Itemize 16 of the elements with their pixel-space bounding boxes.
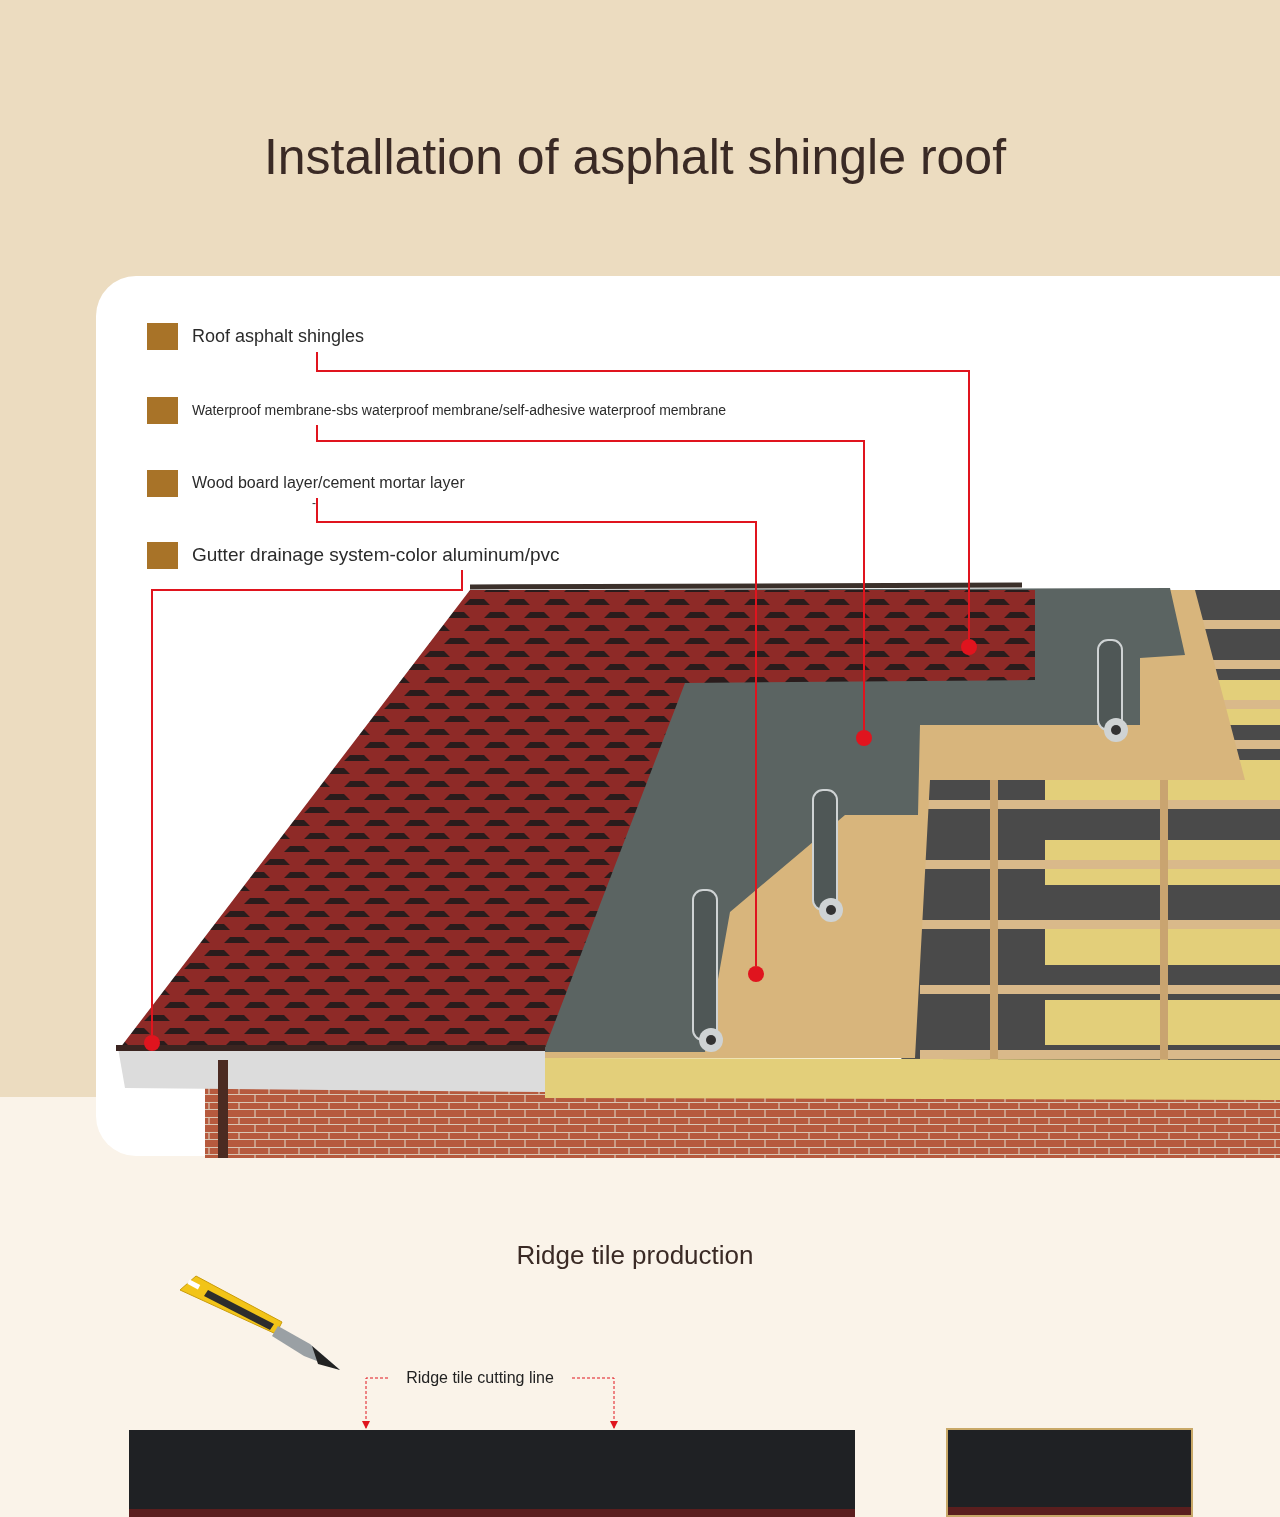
- shingle-strip: [946, 1428, 1193, 1517]
- cutting-line-arrow: [362, 1377, 389, 1429]
- layer-name: Gutter drainage system-color aluminum/pvc: [192, 542, 560, 567]
- layer-name: Roof asphalt shingles: [192, 324, 365, 348]
- shingle-strip: [129, 1430, 855, 1517]
- cutting-line-arrow: [571, 1377, 618, 1429]
- layer-name: Wood board layer/cement mortar layer: [192, 473, 465, 493]
- leader-line: [316, 351, 970, 640]
- leader-line: [151, 569, 463, 1036]
- leader-line: [316, 497, 757, 967]
- page-title: Installation of asphalt shingle roof: [262, 128, 1008, 187]
- leader-line: [316, 424, 865, 731]
- dash-mark: -: [312, 495, 316, 512]
- layer-name: Waterproof membrane-sbs waterproof membrane/self-adhesive waterproof membrane: [192, 400, 727, 420]
- callout-label: Ridge tile cutting line: [392, 1366, 568, 1390]
- section-heading: Ridge tile production: [515, 1239, 755, 1272]
